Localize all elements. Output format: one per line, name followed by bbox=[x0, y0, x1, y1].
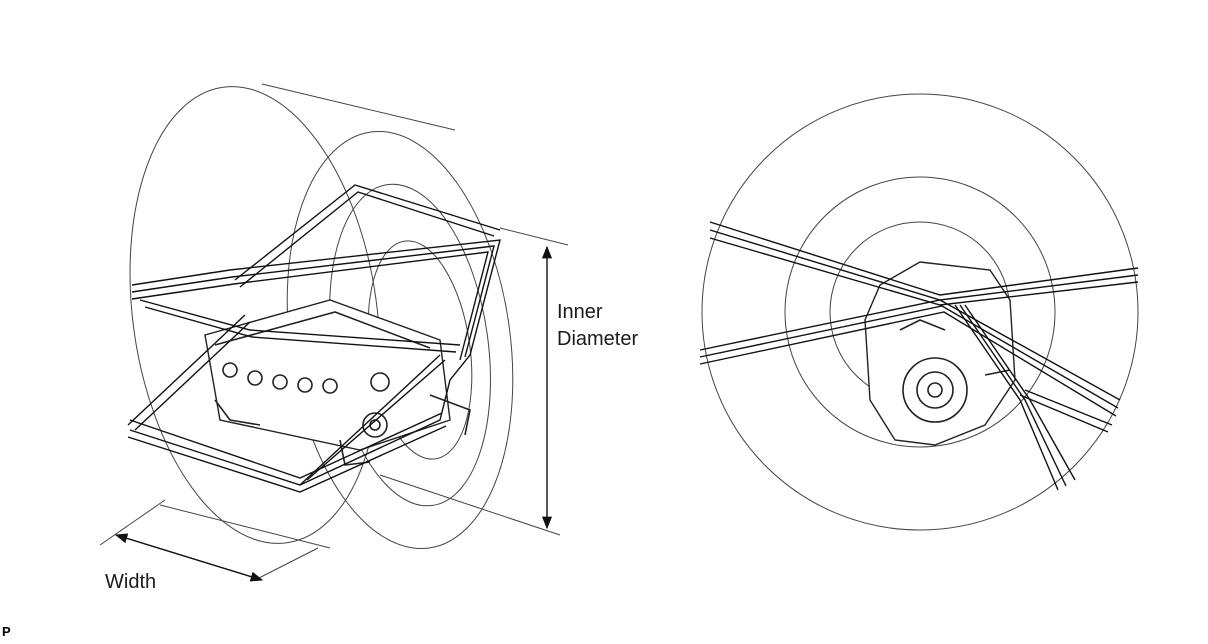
left-tire-view bbox=[99, 83, 569, 582]
inner-diameter-label-line1: Inner bbox=[557, 301, 603, 323]
wire-strap-right bbox=[699, 221, 1139, 491]
inner-diameter-label-line2: Diameter bbox=[557, 328, 639, 350]
right-tire-view bbox=[699, 93, 1139, 531]
width-arrow bbox=[114, 533, 264, 582]
inner-diameter-dimension bbox=[379, 227, 569, 536]
width-label: Width bbox=[105, 571, 157, 593]
width-dimension bbox=[99, 499, 319, 582]
wire-strap-left bbox=[127, 184, 501, 493]
figure-code: P bbox=[2, 624, 11, 639]
hub-assembly bbox=[204, 299, 471, 466]
tire-outer-outline bbox=[701, 93, 1139, 531]
tire-rear-outline bbox=[129, 86, 381, 544]
